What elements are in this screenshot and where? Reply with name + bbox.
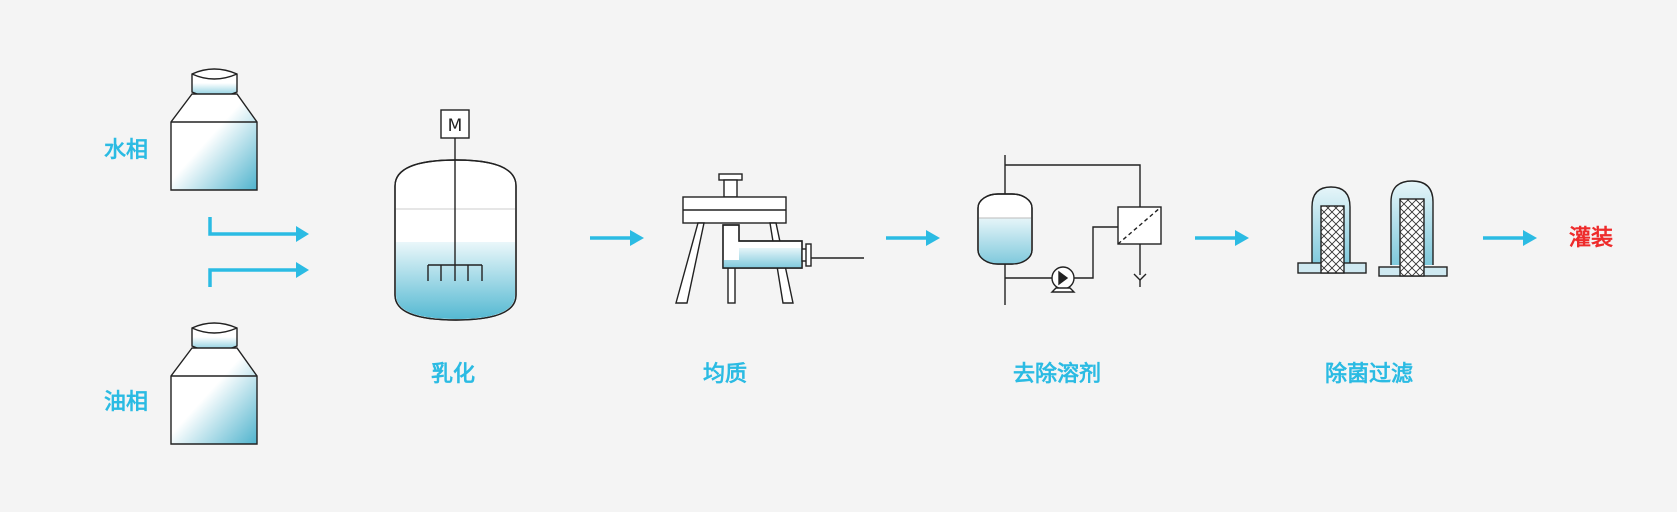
label-solvent-removal: 去除溶剂 — [1013, 362, 1102, 387]
homogenizer-icon — [675, 173, 864, 304]
sterile-filter-icon-1 — [1297, 186, 1367, 274]
pump-icon — [1050, 266, 1076, 293]
solvent-removal-unit-icon — [977, 155, 1162, 305]
water-phase-bottle-icon — [170, 68, 258, 191]
flow-arrow-to-filling — [1483, 230, 1537, 246]
flow-arrow-to-solvent-removal — [886, 230, 940, 246]
label-water-phase: 水相 — [104, 138, 149, 163]
sterile-filter-icon-2 — [1378, 180, 1448, 277]
label-sterile-filtration: 除菌过滤 — [1325, 362, 1414, 387]
condenser-icon — [1117, 206, 1162, 245]
label-filling: 灌装 — [1569, 226, 1614, 251]
motor-symbol: M — [448, 116, 463, 136]
agitator-icon — [427, 264, 483, 281]
label-homogenize: 均质 — [703, 362, 748, 387]
emulsification-tank-icon: M — [394, 109, 517, 321]
label-emulsify: 乳化 — [431, 362, 476, 387]
flow-arrow-to-homogenize — [590, 230, 644, 246]
motor-icon: M — [440, 109, 470, 139]
oil-phase-bottle-icon — [170, 322, 258, 445]
merge-arrows — [208, 217, 309, 287]
flow-arrow-to-sterile-filtration — [1195, 230, 1249, 246]
label-oil-phase: 油相 — [104, 390, 149, 415]
